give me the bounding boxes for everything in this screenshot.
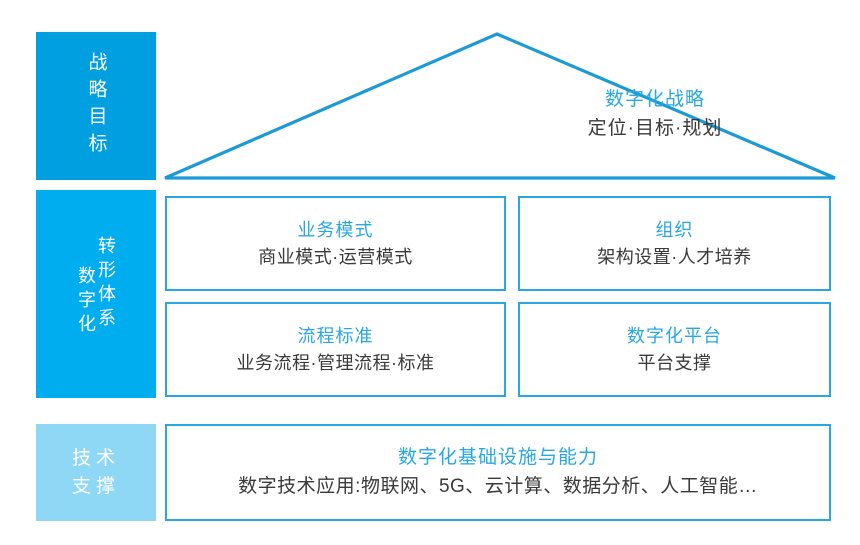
card-business-model[interactable]: 业务模式 商业模式·运营模式	[165, 196, 506, 291]
roof-outline-shape	[164, 32, 836, 180]
roof-subtitle: 定位·目标·规划	[587, 117, 723, 139]
card-digital-platform-subtitle: 平台支撑	[637, 352, 712, 373]
card-organization[interactable]: 组织 架构设置·人才培养	[518, 196, 831, 291]
panel-technology-support-line1: 技术	[71, 447, 120, 469]
card-process-standard-title: 流程标准	[297, 325, 374, 346]
card-process-standard-subtitle: 业务流程·管理流程·标准	[236, 352, 435, 373]
card-business-model-title: 业务模式	[297, 219, 374, 240]
roof-title: 数字化战略	[604, 89, 705, 110]
panel-technology-support: 技术 支撑	[36, 424, 156, 521]
panel-technology-support-label: 技术 支撑	[72, 445, 120, 500]
panel-technology-support-line2: 支撑	[71, 475, 120, 497]
roof-triangle: 数字化战略 定位·目标·规划	[160, 26, 840, 184]
card-digital-platform-title: 数字化平台	[627, 325, 722, 346]
card-digital-platform[interactable]: 数字化平台 平台支撑	[518, 302, 831, 397]
panel-strategy-goal-label: 战略目标	[85, 52, 107, 160]
card-organization-title: 组织	[655, 219, 694, 240]
panel-digital-label-group: 转形体系 数字化	[76, 236, 116, 342]
card-digital-infrastructure-subtitle: 数字技术应用:物联网、5G、云计算、数据分析、人工智能…	[238, 475, 758, 497]
card-business-model-subtitle: 商业模式·运营模式	[258, 246, 413, 267]
panel-strategy-goal: 战略目标	[36, 32, 156, 180]
card-digital-infrastructure[interactable]: 数字化基础设施与能力 数字技术应用:物联网、5G、云计算、数据分析、人工智能…	[165, 424, 831, 521]
panel-digital-transformation-system: 转形体系 数字化	[36, 190, 156, 398]
card-digital-infrastructure-title: 数字化基础设施与能力	[397, 447, 598, 468]
card-process-standard[interactable]: 流程标准 业务流程·管理流程·标准	[165, 302, 506, 397]
panel-digital-label-primary: 数字化	[76, 266, 96, 338]
card-organization-subtitle: 架构设置·人才培养	[597, 246, 752, 267]
panel-digital-label-secondary: 转形体系	[96, 236, 116, 332]
roof-text-block: 数字化战略 定位·目标·规划	[490, 86, 820, 143]
